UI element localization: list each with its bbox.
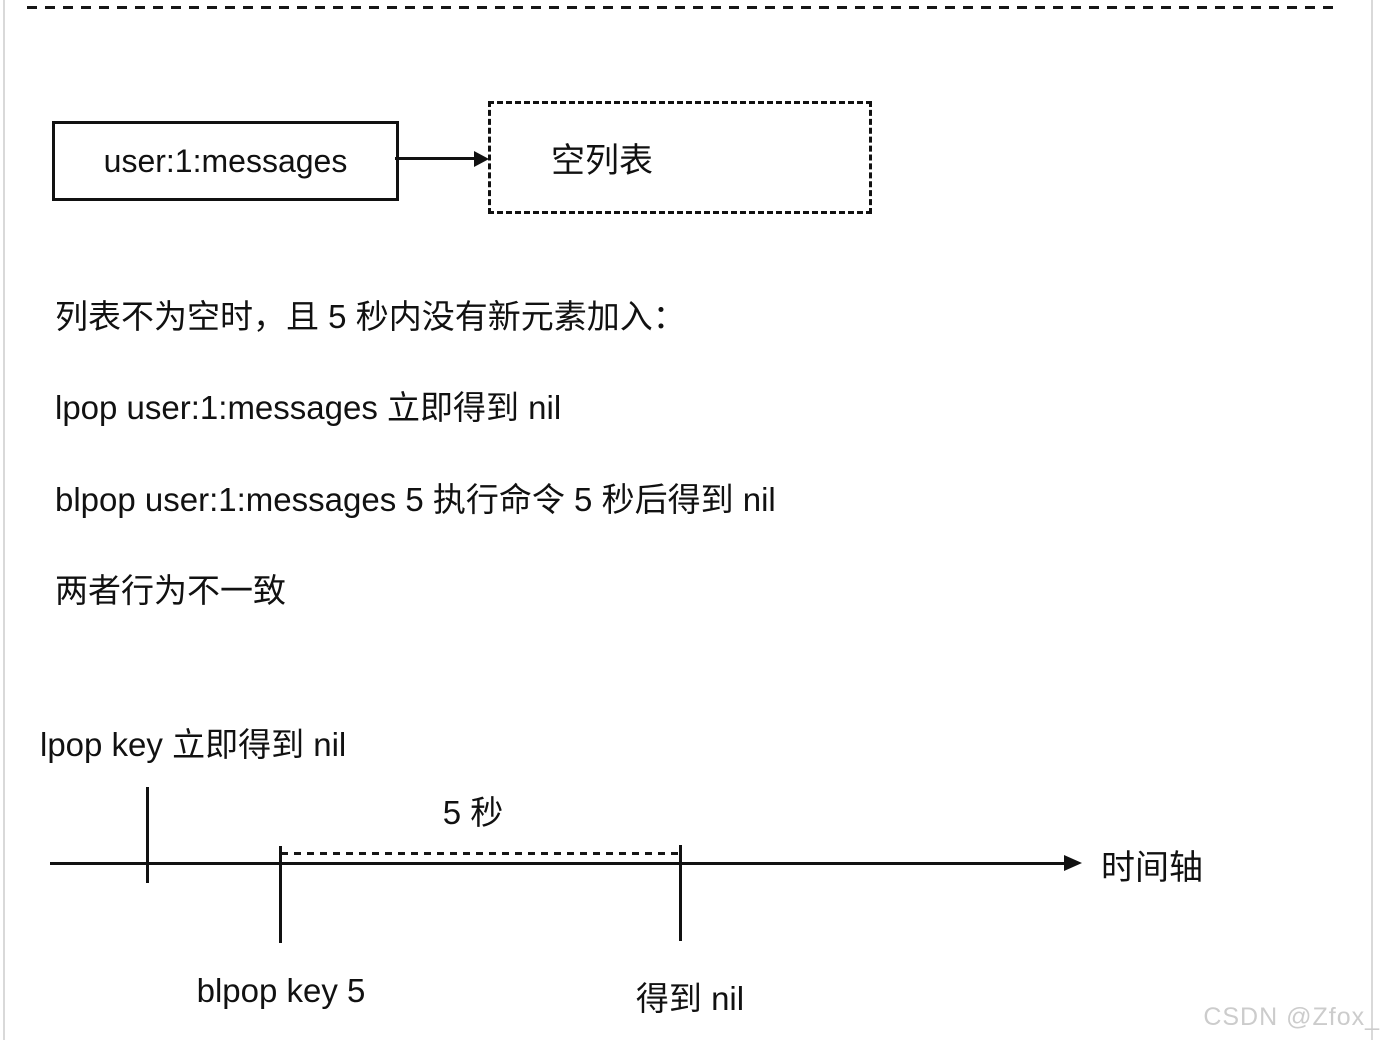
lpop-tick-mark — [146, 787, 149, 883]
note-line-conclusion: 两者行为不一致 — [55, 572, 286, 609]
empty-list-label: 空列表 — [551, 142, 653, 180]
duration-dashed-line — [281, 852, 680, 855]
timeline-duration-label: 5 秒 — [442, 794, 504, 831]
result-tick-mark — [679, 845, 682, 941]
key-to-list-arrowhead-icon — [474, 151, 489, 167]
timeline-blpop-label: blpop key 5 — [196, 972, 366, 1009]
timeline-lpop-label: lpop key 立即得到 nil — [40, 726, 347, 763]
page-right-border — [1371, 0, 1373, 1040]
timeline-result-label: 得到 nil — [635, 980, 745, 1017]
empty-list-box: 空列表 — [488, 101, 872, 214]
time-axis-arrowhead-icon — [1064, 855, 1082, 871]
note-line-blpop: blpop user:1:messages 5 执行命令 5 秒后得到 nil — [55, 481, 776, 518]
key-to-list-arrow-line — [395, 157, 478, 160]
note-line-lpop: lpop user:1:messages 立即得到 nil — [55, 389, 562, 426]
key-box-label: user:1:messages — [103, 142, 348, 179]
page-left-border — [3, 0, 5, 1040]
time-axis-line — [50, 862, 1068, 865]
note-line-condition: 列表不为空时，且 5 秒内没有新元素加入： — [55, 298, 686, 335]
time-axis-label: 时间轴 — [1101, 849, 1203, 887]
top-dashed-line — [27, 6, 1340, 9]
blpop-tick-mark — [279, 846, 282, 943]
key-box: user:1:messages — [52, 121, 399, 201]
csdn-watermark: CSDN @Zfox_ — [1203, 1003, 1380, 1031]
